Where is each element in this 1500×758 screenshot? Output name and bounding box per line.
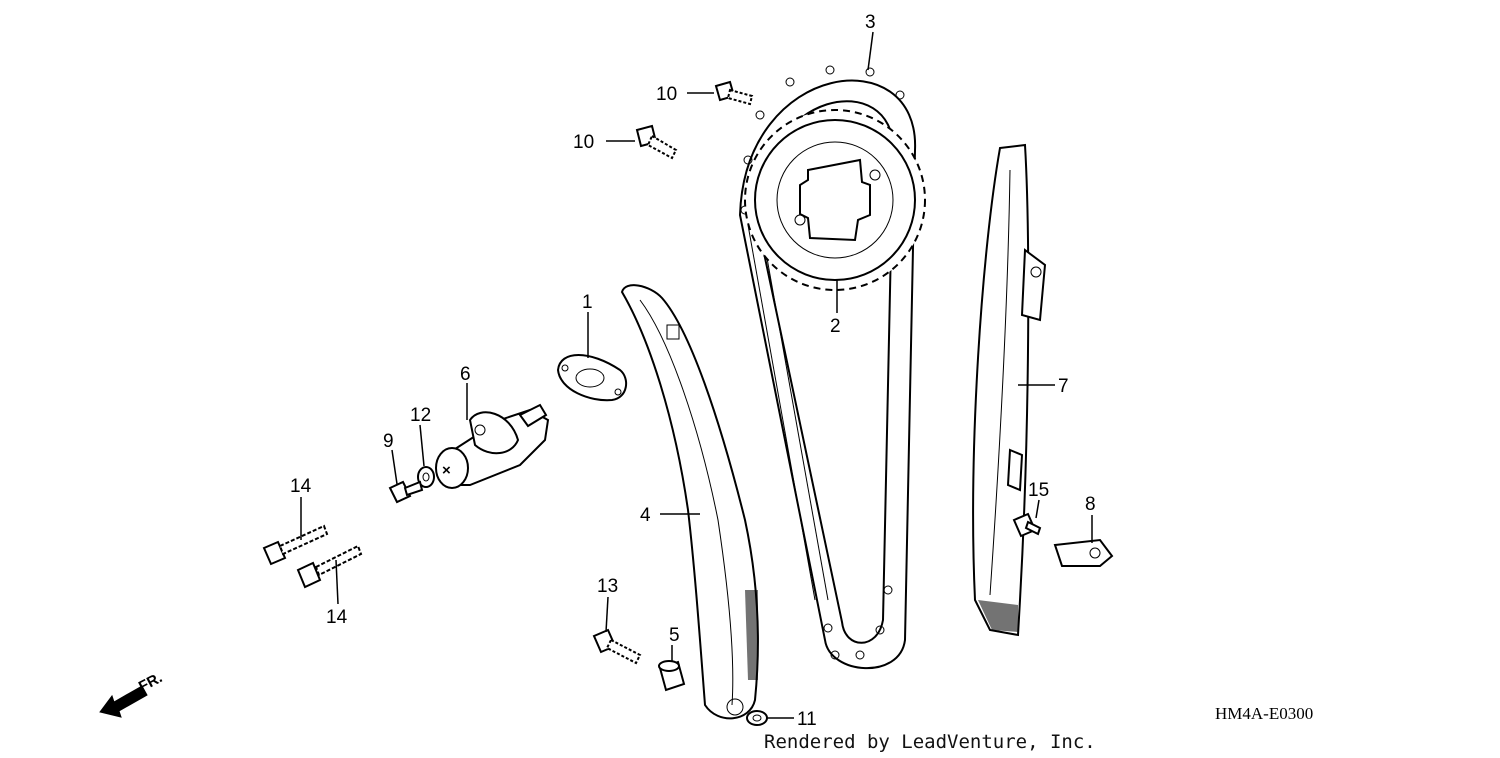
callout-10-upper: 10 — [656, 84, 677, 105]
bolt-14-upper[interactable] — [262, 524, 329, 566]
diagram-code: HM4A-E0300 — [1215, 704, 1313, 723]
callout-3: 3 — [865, 12, 876, 33]
callout-13: 13 — [597, 576, 618, 597]
tensioner-slider[interactable] — [620, 284, 759, 720]
bolt-13[interactable] — [592, 628, 642, 665]
svg-text:×: × — [442, 462, 451, 479]
callout-10-lower: 10 — [573, 132, 594, 153]
callout-2: 2 — [830, 316, 841, 337]
bolt-10-lower[interactable] — [635, 124, 678, 160]
collar-5[interactable] — [658, 660, 686, 692]
callout-7: 7 — [1058, 376, 1069, 397]
washer-11[interactable] — [746, 710, 768, 726]
render-credit: Rendered by LeadVenture, Inc. — [764, 731, 1096, 753]
callout-15: 15 — [1028, 480, 1049, 501]
callout-1: 1 — [582, 292, 593, 313]
callout-12: 12 — [410, 405, 431, 426]
callout-9: 9 — [383, 431, 394, 452]
chain-guide[interactable] — [972, 143, 1047, 637]
callout-14-lower: 14 — [326, 607, 348, 628]
callout-14-upper: 14 — [290, 476, 312, 497]
bolt-10-upper[interactable] — [714, 80, 754, 106]
callout-4: 4 — [640, 505, 651, 526]
callout-6: 6 — [460, 364, 471, 385]
tensioner-lifter[interactable]: × — [435, 403, 550, 489]
bolt-14-lower[interactable] — [296, 544, 363, 589]
callout-8: 8 — [1085, 494, 1096, 515]
washer-12[interactable] — [417, 466, 435, 488]
bolt-15[interactable] — [1012, 512, 1042, 538]
leader-lines — [300, 31, 1093, 719]
front-direction-arrow-icon: FR. — [99, 669, 165, 718]
callout-5: 5 — [669, 625, 680, 646]
bracket-8[interactable] — [1053, 538, 1114, 567]
tensioner-gasket[interactable] — [556, 354, 628, 402]
callout-11: 11 — [797, 709, 817, 730]
bolt-9[interactable] — [388, 480, 424, 504]
cam-sprocket[interactable] — [744, 109, 926, 291]
